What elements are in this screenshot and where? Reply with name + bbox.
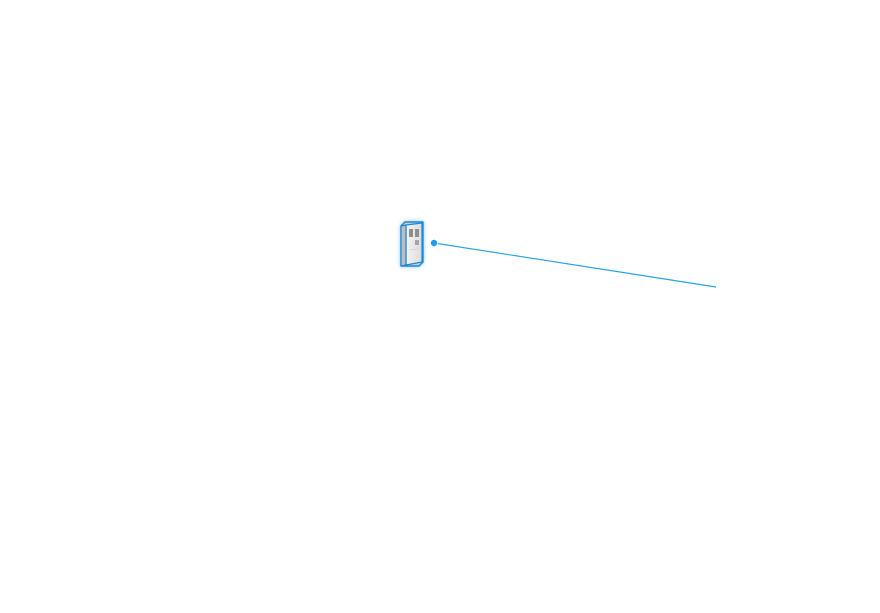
connection-handle[interactable] — [429, 238, 438, 247]
connector-line[interactable] — [433, 242, 717, 288]
server-node[interactable] — [400, 221, 424, 267]
server-tower-icon — [400, 221, 424, 267]
